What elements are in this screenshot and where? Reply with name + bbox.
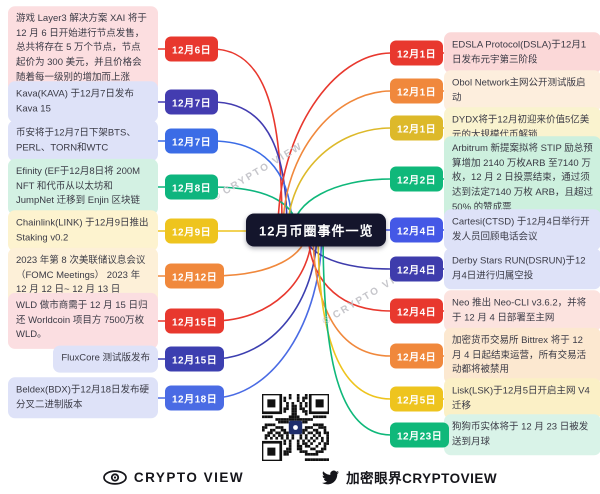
date-badge: 12月6日 xyxy=(165,36,219,62)
event-node: 游戏 Layer3 解决方案 XAI 将于 12 月 6 日开始进行节点发售，总… xyxy=(8,6,158,92)
date-badge: 12月23日 xyxy=(390,422,450,448)
event-node: Obol Network主网公开测试版启动 xyxy=(444,70,600,112)
branch-line xyxy=(282,90,392,231)
qr-code xyxy=(262,394,329,461)
event-node: Kava(KAVA) 于12月7日发布Kava 15 xyxy=(8,81,158,123)
branch-line xyxy=(277,52,392,231)
date-badge: 12月18日 xyxy=(165,385,225,411)
date-badge: 12月15日 xyxy=(165,308,225,334)
event-node: 币安将于12月7日下架BTS、PERL、TORN和WTC xyxy=(8,120,158,162)
branch-line xyxy=(322,229,392,436)
date-badge: 12月4日 xyxy=(390,217,444,243)
brand-logo-group: CRYPTO VIEW xyxy=(103,469,244,486)
twitter-bird-icon xyxy=(322,470,340,484)
event-node: Neo 推出 Neo-CLI v3.6.2，并将于 12 月 4 日部署至主网 xyxy=(444,290,600,332)
date-badge: 12月12日 xyxy=(165,263,225,289)
eye-logo-icon xyxy=(103,469,127,485)
date-badge: 12月4日 xyxy=(390,343,444,369)
event-node: Derby Stars RUN(DSRUN)于12月4日进行归属空投 xyxy=(444,248,600,290)
twitter-handle-group: 加密眼界CRYPTOVIEW xyxy=(322,467,497,487)
footer: CRYPTO VIEW 加密眼界CRYPTOVIEW xyxy=(0,462,600,492)
event-node: Chainlink(LINK) 于12月9日推出 Staking v0.2 xyxy=(8,210,158,252)
event-node: Beldex(BDX)于12月18日发布硬分叉二进制版本 xyxy=(8,377,158,419)
date-badge: 12月8日 xyxy=(165,174,219,200)
date-badge: 12月1日 xyxy=(390,78,444,104)
event-node: EDSLA Protocol(DSLA)于12月1日发布元宇第三阶段 xyxy=(444,32,600,74)
branch-line xyxy=(287,127,392,231)
branch-line xyxy=(211,229,323,399)
event-node: 狗狗币实体将于 12 月 23 日被发送到月球 xyxy=(444,414,600,456)
event-node: Efinity (EF于12月8日将 200M NFT 和代币从以太坊和Jump… xyxy=(8,158,158,216)
date-badge: 12月5日 xyxy=(390,386,444,412)
date-badge: 12月2日 xyxy=(390,166,444,192)
branch-line xyxy=(211,48,283,231)
branch-line xyxy=(211,229,318,360)
event-node: Lisk(LSK)于12月5日开启主网 V4 迁移 xyxy=(444,378,600,420)
date-badge: 12月4日 xyxy=(390,298,444,324)
event-node: FluxCore 测试版发布 xyxy=(53,345,158,373)
event-node: Cartesi(CTSD) 于12月4日举行开发人员回顾电话会议 xyxy=(444,209,600,251)
central-topic-node: 12月币圈事件一览 xyxy=(246,213,387,247)
twitter-handle: 加密眼界CRYPTOVIEW xyxy=(346,471,498,486)
date-badge: 12月9日 xyxy=(165,218,219,244)
branch-line xyxy=(317,229,392,400)
event-node: Arbitrum 新提案拟将 STIP 励总预算增加 2140 万枚ARB 至7… xyxy=(444,136,600,222)
event-node: WLD 做市商需于 12 月 15 日归还 Worldcoin 项目方 7500… xyxy=(8,292,158,350)
date-badge: 12月1日 xyxy=(390,115,444,141)
event-node: 加密货币交易所 Bittrex 将于 12 月 4 日起结束运营，所有交易活动都… xyxy=(444,327,600,385)
branch-line xyxy=(312,229,392,357)
date-badge: 12月7日 xyxy=(165,128,219,154)
date-badge: 12月7日 xyxy=(165,89,219,115)
brand-name: CRYPTO VIEW xyxy=(133,469,245,485)
date-badge: 12月4日 xyxy=(390,256,444,282)
date-badge: 12月15日 xyxy=(165,346,225,372)
date-badge: 12月1日 xyxy=(390,40,444,66)
